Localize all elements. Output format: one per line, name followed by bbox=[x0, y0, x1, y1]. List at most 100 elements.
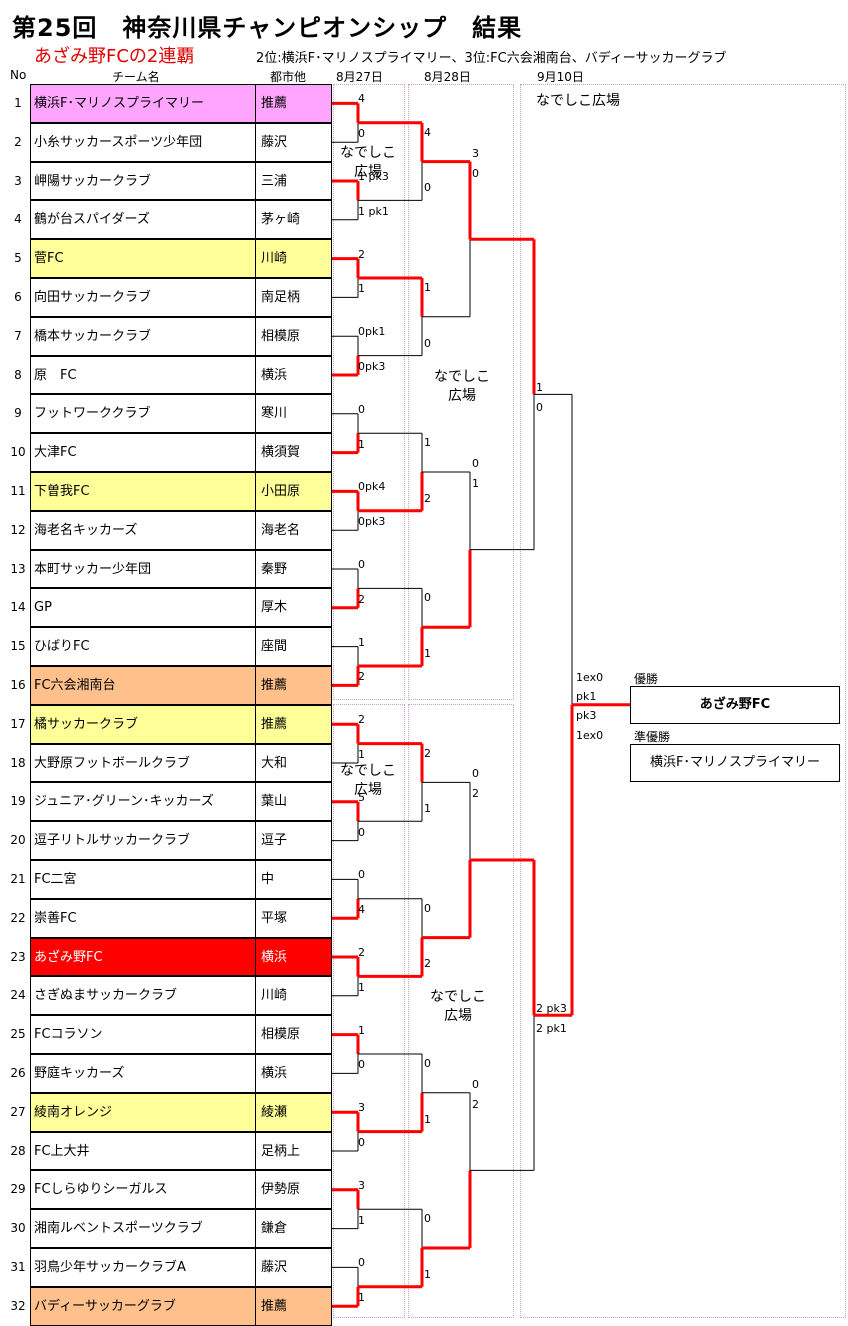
team-no: 14 bbox=[10, 600, 26, 615]
team-name: 横浜F･マリノスプライマリー bbox=[30, 84, 255, 123]
match-score: 4 bbox=[358, 92, 365, 106]
match-score: 0 bbox=[358, 558, 365, 571]
team-no: 10 bbox=[10, 445, 26, 460]
match-score: 0 bbox=[472, 1077, 479, 1091]
match-score: 0 bbox=[358, 868, 365, 882]
venue-label-main: なでしこ広場 bbox=[536, 93, 620, 109]
team-name: 鶴が台スパイダーズ bbox=[30, 200, 255, 240]
team-city: 伊勢原 bbox=[255, 1170, 332, 1210]
team-name: 大津FC bbox=[30, 433, 255, 472]
team-no: 12 bbox=[10, 522, 26, 537]
team-city: 足柄上 bbox=[255, 1131, 332, 1171]
team-no: 5 bbox=[14, 251, 22, 266]
team-name: フットワーククラブ bbox=[30, 394, 255, 434]
team-name: 綾南オレンジ bbox=[30, 1092, 255, 1132]
match-score: 0 bbox=[358, 402, 365, 416]
match-score: 0 bbox=[424, 591, 431, 605]
team-no: 23 bbox=[10, 949, 26, 964]
team-name: さぎぬまサッカークラブ bbox=[30, 976, 255, 1016]
team-name: FC二宮 bbox=[30, 860, 255, 899]
match-score: 2 bbox=[358, 713, 365, 727]
header-team: チーム名 bbox=[112, 70, 160, 84]
venue-frame-main bbox=[520, 84, 846, 1318]
match-score: 2 bbox=[358, 670, 365, 684]
match-score: 0pk3 bbox=[358, 515, 386, 529]
match-score: 1 bbox=[424, 647, 431, 660]
match-score: 2 pk3 bbox=[536, 1002, 567, 1016]
champion-box: あざみ野FC bbox=[630, 686, 840, 724]
team-city: 横浜 bbox=[255, 355, 332, 395]
team-no: 13 bbox=[10, 561, 26, 576]
match-score: 5 bbox=[358, 790, 365, 804]
champion-label: 優勝 bbox=[634, 672, 659, 686]
match-score: 0 bbox=[358, 825, 365, 839]
match-score: 2 bbox=[358, 946, 365, 959]
team-city: 綾瀬 bbox=[255, 1092, 332, 1132]
team-no: 15 bbox=[10, 639, 26, 654]
match-score: 3 bbox=[358, 1178, 365, 1192]
match-score: 2 bbox=[424, 491, 431, 505]
team-no: 31 bbox=[10, 1260, 26, 1274]
team-name: 海老名キッカーズ bbox=[30, 510, 255, 550]
venue-frame-4 bbox=[408, 704, 514, 1318]
team-name: 岬陽サッカークラブ bbox=[30, 161, 255, 201]
team-no: 3 bbox=[14, 173, 22, 188]
venue-label-3: なでしこ広場 bbox=[340, 763, 396, 798]
match-score: 0 bbox=[424, 1212, 431, 1226]
team-city: 秦野 bbox=[255, 549, 332, 589]
match-score: 1 pk1 bbox=[358, 204, 389, 218]
team-city: 小田原 bbox=[255, 472, 332, 511]
team-city: 推薦 bbox=[255, 1286, 332, 1326]
match-score: 0pk4 bbox=[358, 480, 386, 494]
runnerup-box: 横浜F･マリノスプライマリー bbox=[630, 744, 840, 782]
team-name: 湘南ルベントスポーツクラブ bbox=[30, 1209, 255, 1248]
venue-label-4: なでしこ広場 bbox=[430, 989, 486, 1024]
team-no: 29 bbox=[10, 1182, 26, 1197]
page-title: 第25回 神奈川県チャンピオンシップ 結果 bbox=[12, 14, 523, 42]
team-city: 鎌倉 bbox=[255, 1209, 332, 1248]
venue-frame-2 bbox=[408, 84, 514, 700]
team-no: 1 bbox=[14, 96, 22, 110]
team-row: 29 FCしらゆりシーガルス伊勢原 bbox=[0, 1170, 332, 1210]
match-score: 0 bbox=[358, 1136, 365, 1149]
match-score: 1 bbox=[358, 437, 365, 451]
team-no: 6 bbox=[14, 290, 22, 304]
team-no: 4 bbox=[14, 212, 22, 227]
match-score: 1 bbox=[358, 1213, 365, 1227]
match-score: 1 bbox=[358, 748, 365, 761]
team-name: FCしらゆりシーガルス bbox=[30, 1170, 255, 1210]
header-date-2: 8月28日 bbox=[424, 70, 471, 84]
match-score: 1 pk3 bbox=[358, 170, 389, 183]
match-score: 2 bbox=[472, 787, 479, 801]
team-name: 野庭キッカーズ bbox=[30, 1054, 255, 1093]
team-name: 橋本サッカークラブ bbox=[30, 316, 255, 356]
team-no: 32 bbox=[10, 1298, 26, 1313]
team-city: 大和 bbox=[255, 743, 332, 783]
team-name: 向田サッカークラブ bbox=[30, 278, 255, 317]
champion-headline: あざみ野FCの2連覇 bbox=[34, 46, 195, 67]
match-score: 0 bbox=[472, 166, 479, 180]
match-score: 2 bbox=[358, 592, 365, 606]
match-score: pk3 bbox=[576, 709, 597, 722]
team-name: 原 FC bbox=[30, 355, 255, 395]
team-no: 17 bbox=[10, 716, 26, 731]
match-score: 2 pk1 bbox=[536, 1022, 567, 1036]
match-score: 1 bbox=[358, 1291, 365, 1305]
match-score: pk1 bbox=[576, 690, 597, 703]
team-city: 寒川 bbox=[255, 394, 332, 434]
team-name: FC上大井 bbox=[30, 1131, 255, 1171]
